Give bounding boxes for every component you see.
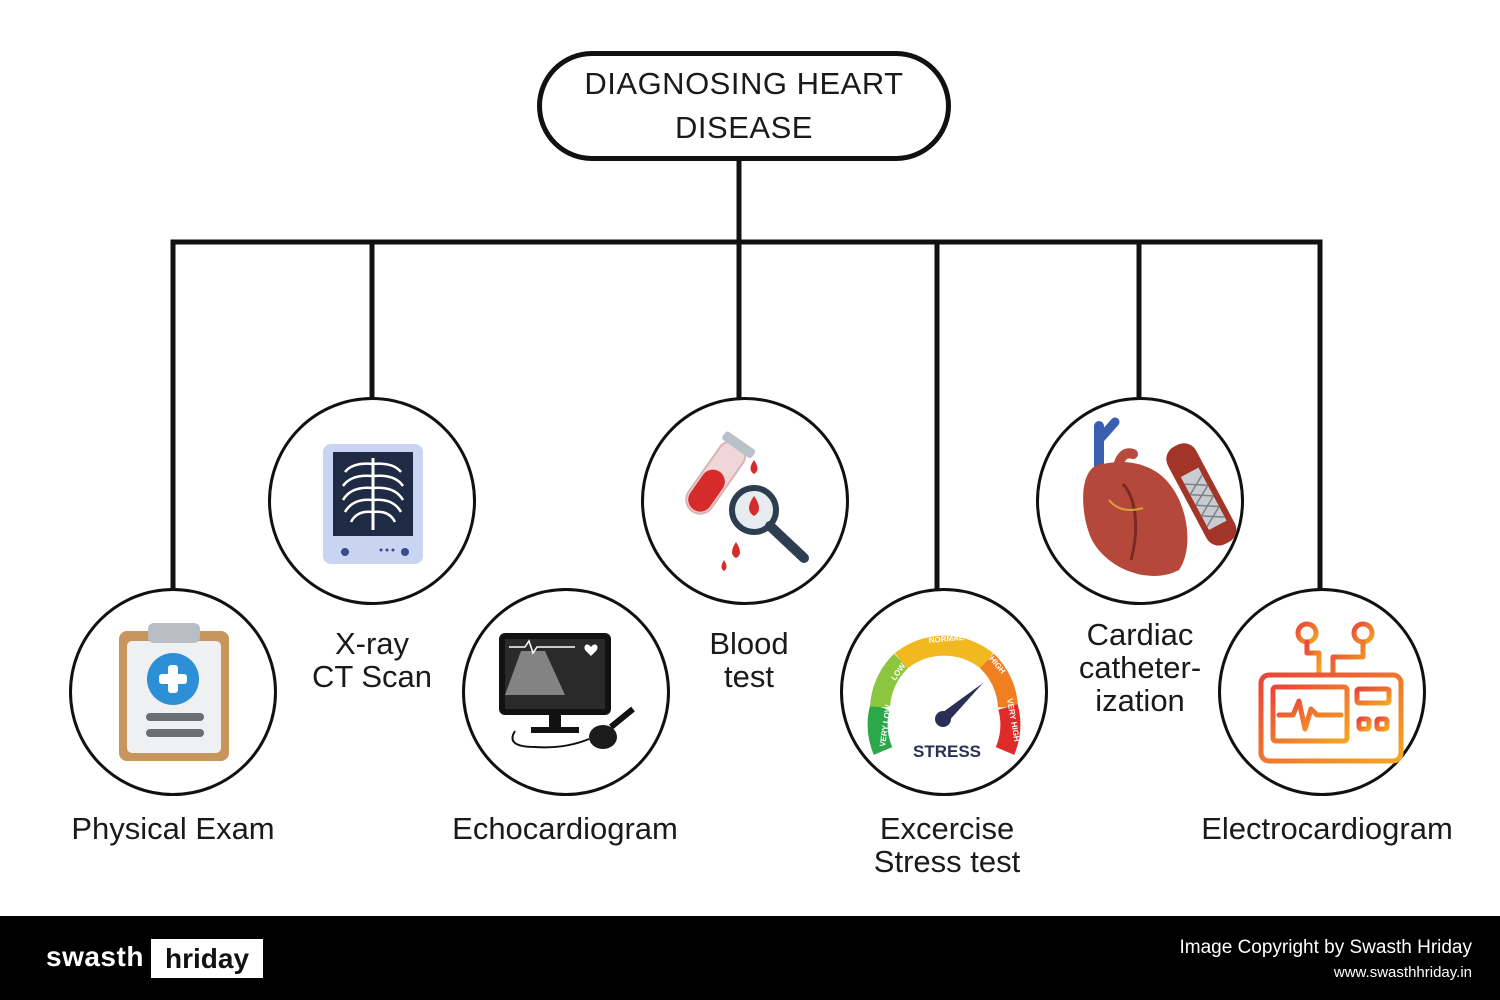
copyright-text: Image Copyright by Swasth Hriday	[1179, 937, 1472, 958]
node-exercise-stress-test: VERY LOW LOW NORMAL HIGH VERY HIGH STRES…	[840, 588, 1048, 796]
blood-test-tube-icon	[685, 431, 809, 571]
ecg-machine-icon	[1258, 621, 1404, 764]
ultrasound-monitor-icon	[499, 633, 635, 749]
label-exercise-stress-test: Excercise Stress test	[873, 811, 1021, 879]
heart-stent-icon	[1083, 417, 1237, 576]
stress-gauge-icon: VERY LOW LOW NORMAL HIGH VERY HIGH STRES…	[867, 633, 1021, 761]
brand-logo-part2: hriday	[151, 939, 263, 978]
node-cardiac-catheterization	[1036, 397, 1244, 605]
label-cardiac-catheterization: Cardiac catheter- ization	[1078, 617, 1202, 718]
label-xray-ct-scan: X-ray CT Scan	[311, 626, 433, 694]
brand-logo-part1: swasth	[46, 941, 144, 972]
node-electrocardiogram	[1218, 588, 1426, 796]
node-blood-test	[641, 397, 849, 605]
label-physical-exam: Physical Exam	[71, 811, 275, 846]
label-electrocardiogram: Electrocardiogram	[1201, 811, 1453, 846]
label-blood-test: Blood test	[709, 626, 789, 694]
node-xray-ct-scan	[268, 397, 476, 605]
gauge-caption: STRESS	[913, 742, 981, 761]
node-echocardiogram	[462, 588, 670, 796]
gauge-segment-normal: NORMAL	[928, 633, 964, 645]
clipboard-medical-icon	[119, 623, 229, 761]
xray-ribcage-icon	[323, 444, 423, 564]
diagram-title: DIAGNOSING HEART DISEASE	[537, 51, 951, 161]
label-echocardiogram: Echocardiogram	[452, 811, 678, 846]
website-link[interactable]: www.swasthhriday.in	[1333, 964, 1472, 981]
node-physical-exam	[69, 588, 277, 796]
